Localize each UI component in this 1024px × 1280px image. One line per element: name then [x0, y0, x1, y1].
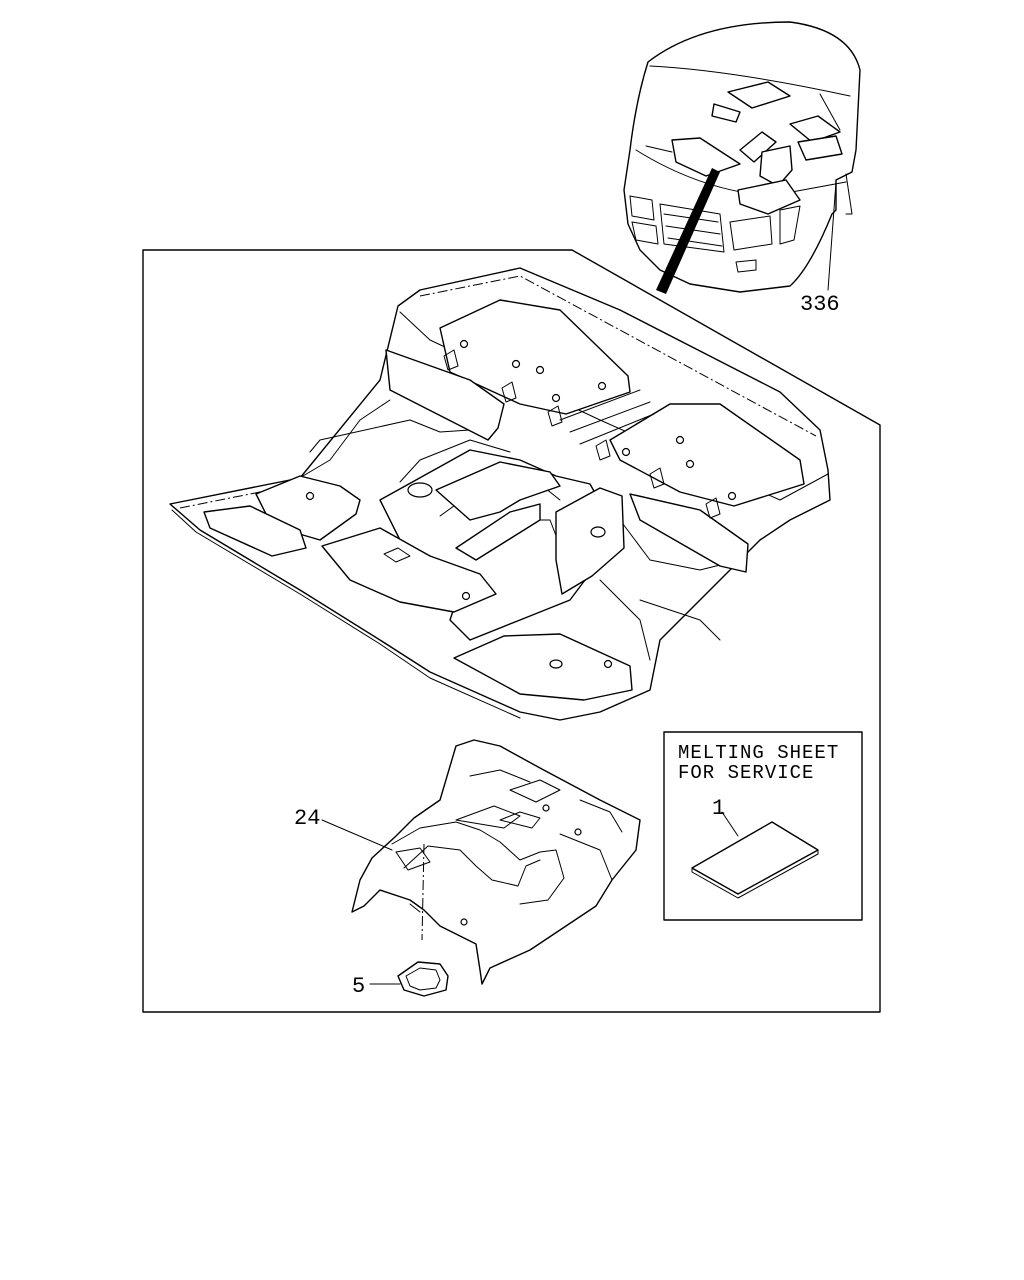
melting-sheet-note: MELTING SHEET FOR SERVICE 1	[663, 731, 863, 921]
callout-cab: 336	[800, 292, 840, 317]
callout-grommet: 5	[352, 974, 365, 999]
note-line-2: FOR SERVICE	[678, 762, 814, 784]
cab-reference-drawing	[623, 21, 861, 294]
note-line-1: MELTING SHEET	[678, 742, 839, 764]
diagram-frame	[142, 249, 881, 1013]
grommet-part	[369, 961, 449, 997]
callout-melting-sheet: 1	[712, 796, 725, 821]
rear-floor-panel	[321, 739, 641, 985]
callout-rear-floor: 24	[294, 806, 320, 831]
floor-panel-assembly	[169, 267, 831, 721]
